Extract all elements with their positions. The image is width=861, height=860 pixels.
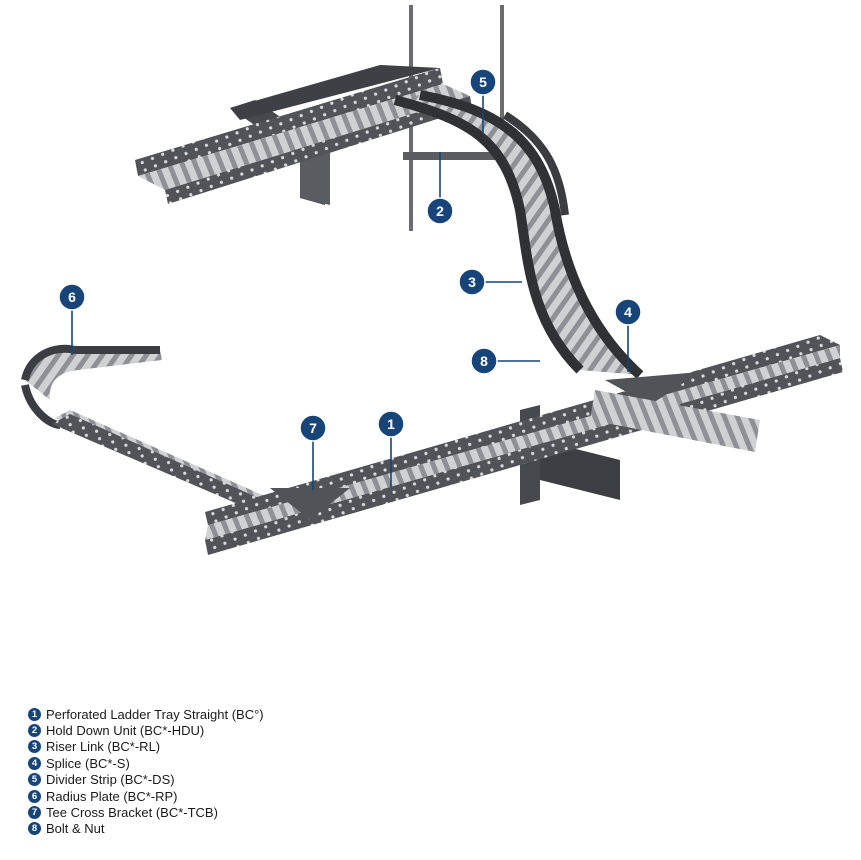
legend-label: Radius Plate (BC*-RP) xyxy=(46,788,178,804)
riser-curve xyxy=(393,90,644,379)
callout-number: 4 xyxy=(624,304,632,320)
legend-item: 4 Splice (BC*-S) xyxy=(28,755,264,771)
legend-item: 6 Radius Plate (BC*-RP) xyxy=(28,788,264,804)
legend-item: 2 Hold Down Unit (BC*-HDU) xyxy=(28,722,264,738)
legend-label: Splice (BC*-S) xyxy=(46,755,130,771)
legend-label: Divider Strip (BC*-DS) xyxy=(46,772,175,788)
ladder-tray-assembly-diagram: 1 2 3 4 5 6 7 8 xyxy=(21,5,843,555)
legend-number-badge: 3 xyxy=(28,740,41,754)
upper-tray-straight xyxy=(135,65,472,205)
legend-item: 3 Riser Link (BC*-RL) xyxy=(28,739,264,755)
legend-number-badge: 8 xyxy=(28,822,41,836)
legend-number-badge: 7 xyxy=(28,806,41,820)
legend-label: Hold Down Unit (BC*-HDU) xyxy=(46,723,205,739)
legend-label: Tee Cross Bracket (BC*-TCB) xyxy=(46,805,218,821)
legend-item: 1 Perforated Ladder Tray Straight (BC°) xyxy=(28,706,264,722)
callout-2: 2 xyxy=(426,197,454,225)
legend-number-badge: 4 xyxy=(28,756,41,770)
callout-4: 4 xyxy=(614,298,642,326)
callout-number: 5 xyxy=(479,74,487,90)
legend-label: Riser Link (BC*-RL) xyxy=(46,739,161,755)
callout-number: 2 xyxy=(436,203,444,219)
callout-6: 6 xyxy=(58,283,86,311)
callout-5: 5 xyxy=(469,68,497,96)
legend-number-badge: 5 xyxy=(28,773,41,787)
callout-7: 7 xyxy=(299,414,327,442)
callout-number: 7 xyxy=(309,420,317,436)
legend-item: 8 Bolt & Nut xyxy=(28,821,264,837)
legend-item: 7 Tee Cross Bracket (BC*-TCB) xyxy=(28,804,264,820)
legend-number-badge: 2 xyxy=(28,724,41,738)
callout-leaders xyxy=(71,95,629,490)
callout-number: 3 xyxy=(468,274,476,290)
callout-number: 1 xyxy=(387,416,395,432)
callout-1: 1 xyxy=(377,410,405,438)
legend-label: Bolt & Nut xyxy=(46,821,105,837)
lower-tray-straight xyxy=(21,335,843,555)
callout-number: 6 xyxy=(68,289,76,305)
callout-number: 8 xyxy=(480,353,488,369)
callout-markers: 1 2 3 4 5 6 7 8 xyxy=(58,68,642,442)
callout-3: 3 xyxy=(458,268,486,296)
legend-number-badge: 1 xyxy=(28,707,41,721)
callout-8: 8 xyxy=(470,347,498,375)
legend-label: Perforated Ladder Tray Straight (BC°) xyxy=(46,706,264,722)
legend-number-badge: 6 xyxy=(28,789,41,803)
legend-item: 5 Divider Strip (BC*-DS) xyxy=(28,772,264,788)
